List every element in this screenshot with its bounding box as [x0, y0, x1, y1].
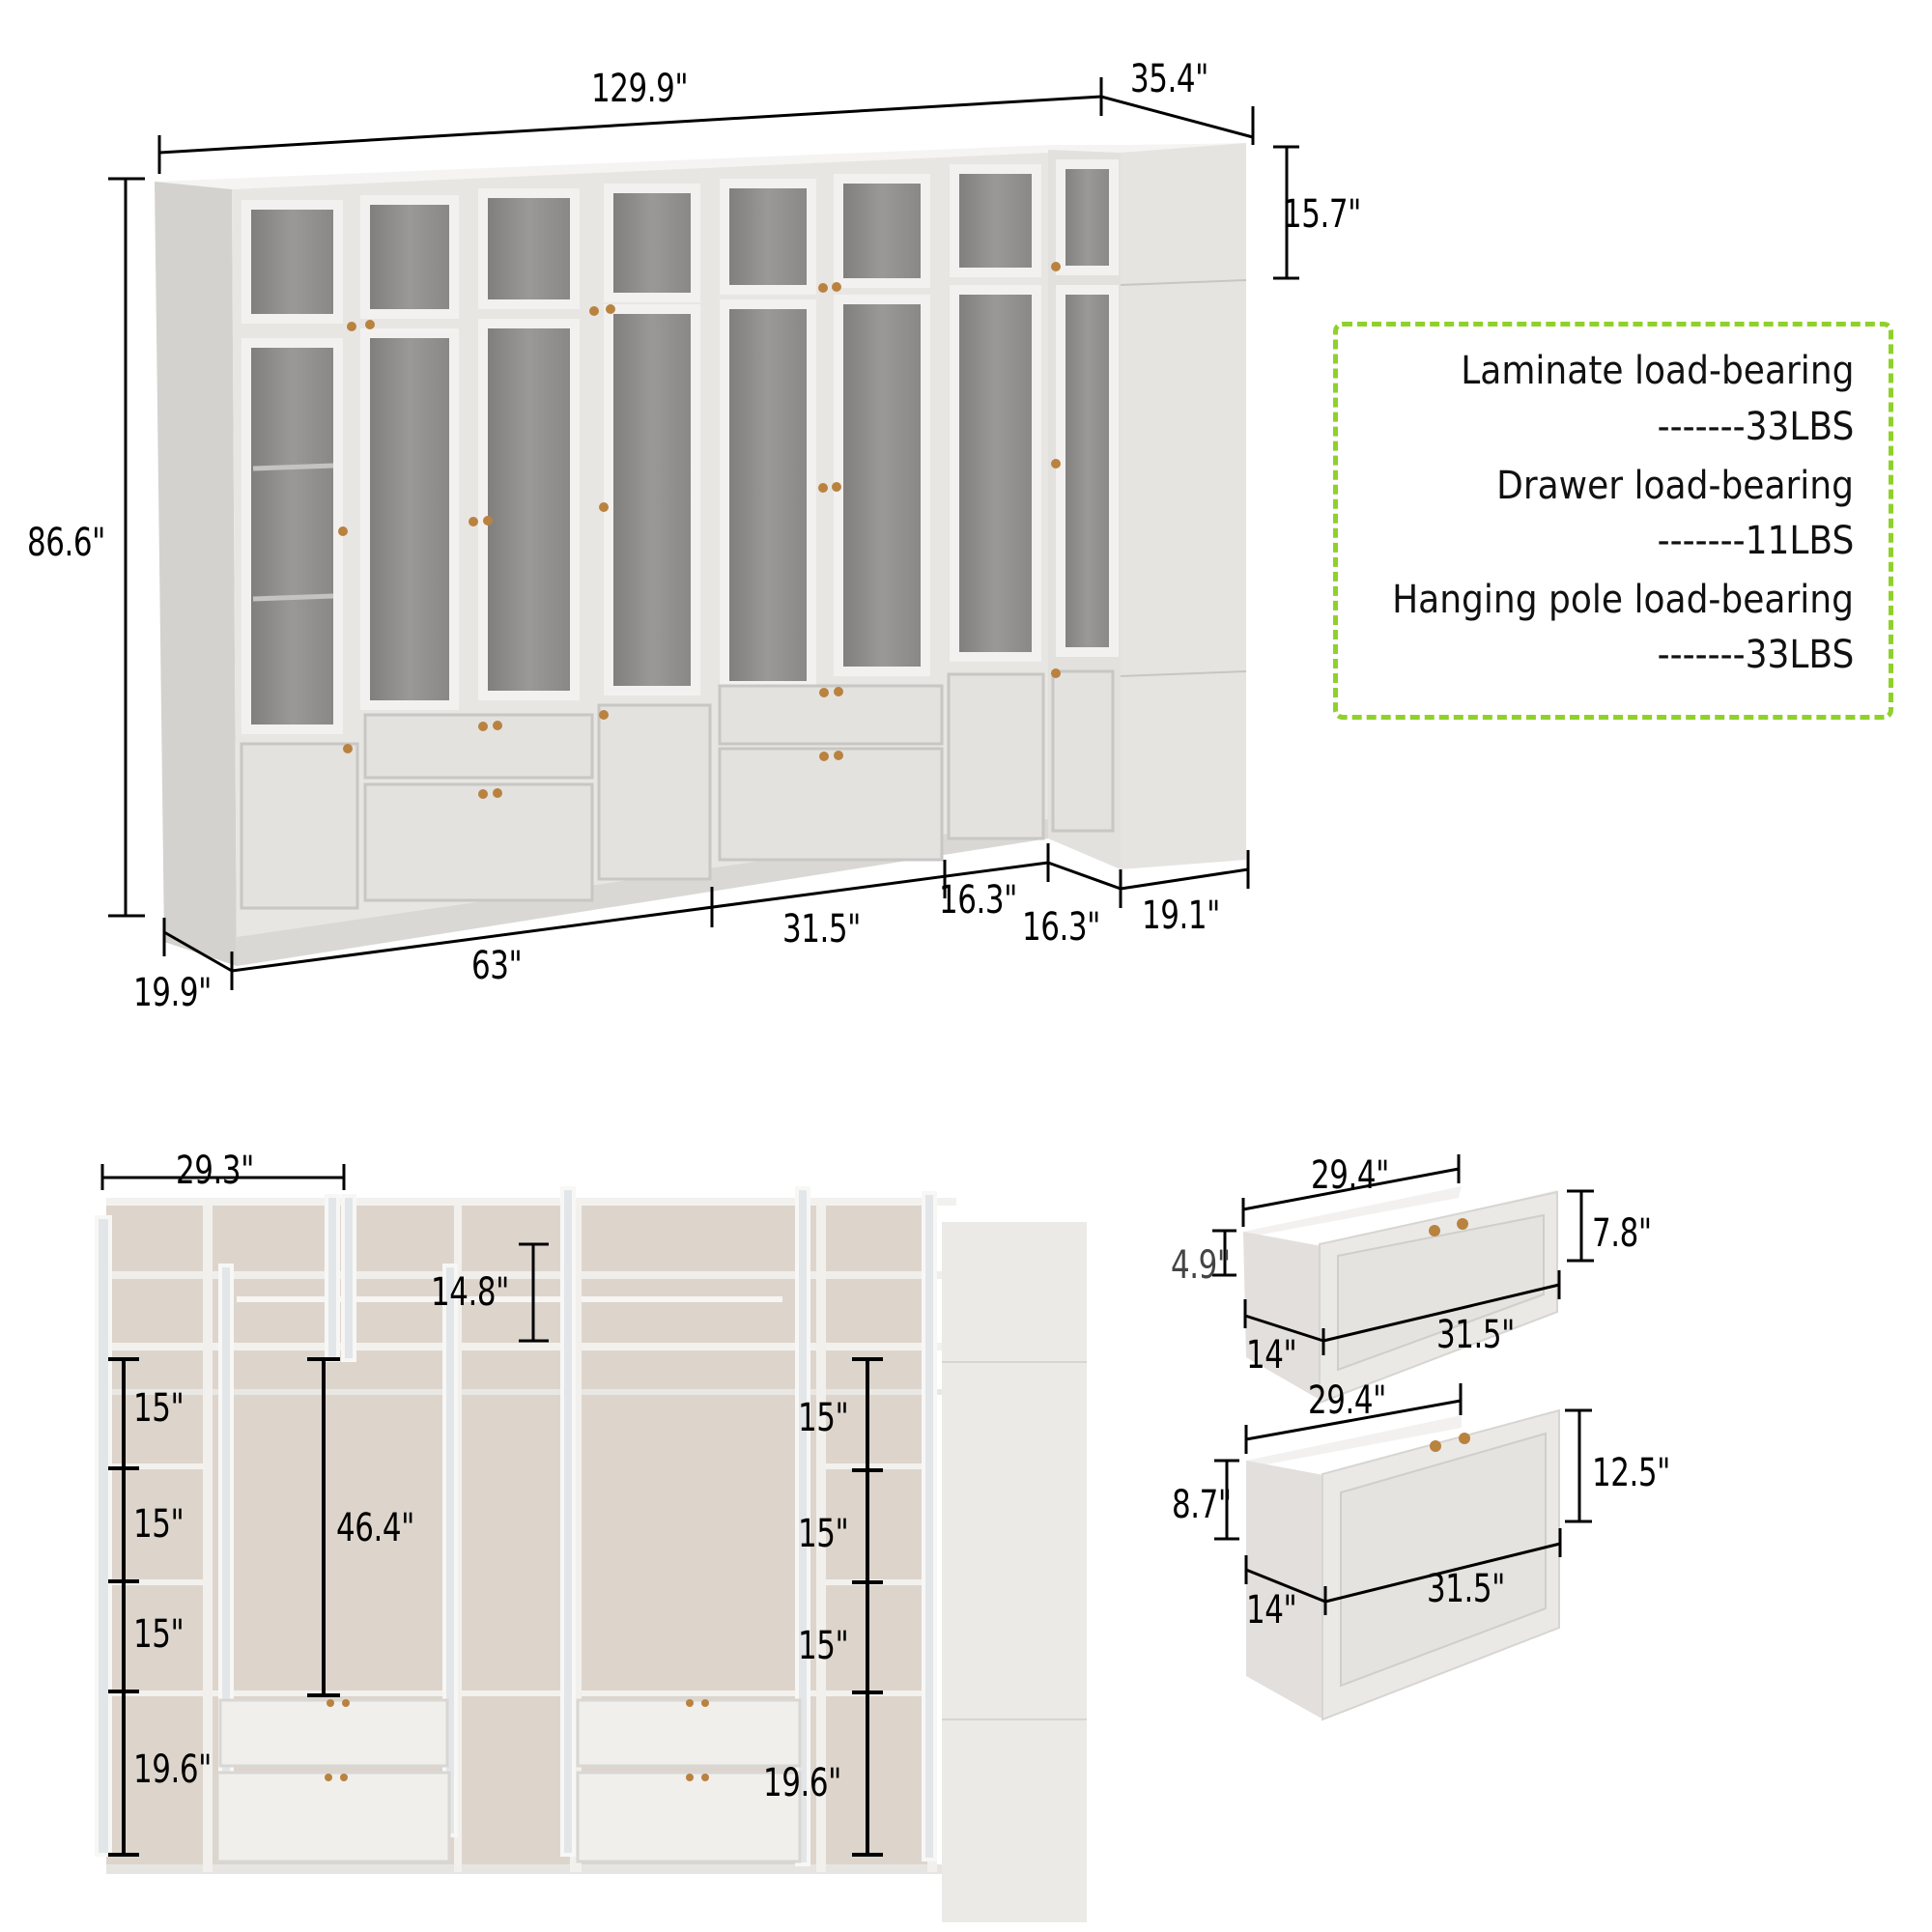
dim-top-section-height: 15.7": [1283, 192, 1361, 237]
dim-total-height: 86.6": [27, 521, 105, 565]
dim-right-shelf-1: 15": [798, 1396, 849, 1440]
dim-small-drawer-front-height: 7.8": [1592, 1211, 1652, 1256]
dim-small-drawer-depth: 14": [1246, 1333, 1297, 1378]
dim-large-drawer-inner-width: 29.4": [1308, 1378, 1386, 1423]
hanging-pole-label: Hanging pole load-bearing: [1392, 578, 1854, 622]
dim-large-drawer-front-height: 12.5": [1592, 1451, 1670, 1495]
wardrobe-exterior-illustration: [108, 77, 1299, 990]
laminate-value: -------33LBS: [1657, 405, 1854, 449]
dim-tower-width: 19.1": [1142, 894, 1220, 938]
dim-cabinet-width: 29.3": [176, 1149, 254, 1193]
dim-section-31-5: 31.5": [782, 907, 861, 952]
drawer-value: -------11LBS: [1657, 519, 1854, 563]
wardrobe-interior-illustration: [95, 1164, 1087, 1922]
dim-left-shelf-1: 15": [133, 1386, 185, 1431]
dim-small-drawer-front-width: 31.5": [1436, 1313, 1515, 1357]
dim-large-drawer-inner-height: 8.7": [1172, 1483, 1232, 1527]
dim-side-depth: 35.4": [1130, 57, 1208, 101]
drawer-dimension-lines: [1212, 1154, 1594, 1615]
dim-section-63: 63": [471, 944, 523, 988]
dim-right-shelf-4: 19.6": [763, 1761, 841, 1805]
knobs: [338, 262, 1061, 799]
dim-large-drawer-depth: 14": [1246, 1588, 1297, 1633]
dim-left-shelf-4: 19.6": [133, 1747, 212, 1792]
dim-corner-b: 16.3": [1022, 905, 1100, 950]
interior-corner-tower: [942, 1222, 1087, 1922]
interior-drawers: [215, 1698, 802, 1863]
upper-glass-doors: [242, 159, 1119, 324]
dim-small-drawer-inner-height: 4.9": [1171, 1243, 1231, 1288]
open-doors: [95, 1186, 937, 1866]
dim-left-shelf-3: 15": [133, 1612, 185, 1657]
corner-tower: [1121, 143, 1246, 869]
dim-hanging-height: 46.4": [336, 1506, 414, 1550]
dimension-lines: [108, 77, 1299, 990]
dim-top-compartment-height: 14.8": [431, 1270, 509, 1315]
dim-left-depth: 19.9": [133, 971, 212, 1015]
interior-dimension-lines: [100, 1164, 883, 1857]
left-side-panel: [155, 182, 237, 966]
dim-corner-a: 16.3": [939, 878, 1017, 923]
laminate-label: Laminate load-bearing: [1460, 349, 1854, 393]
large-drawer: [1246, 1408, 1560, 1721]
drawer-label: Drawer load-bearing: [1496, 464, 1854, 508]
dim-total-width: 129.9": [591, 67, 689, 111]
dim-right-shelf-2: 15": [798, 1512, 849, 1556]
dim-right-shelf-3: 15": [798, 1624, 849, 1668]
small-drawer: [1243, 1186, 1558, 1405]
dim-left-shelf-2: 15": [133, 1502, 185, 1547]
dim-large-drawer-front-width: 31.5": [1427, 1567, 1505, 1611]
hanging-pole-value: -------33LBS: [1657, 633, 1854, 677]
dim-small-drawer-inner-width: 29.4": [1311, 1153, 1389, 1198]
load-bearing-info-box: Laminate load-bearing -------33LBS Drawe…: [1333, 322, 1893, 720]
